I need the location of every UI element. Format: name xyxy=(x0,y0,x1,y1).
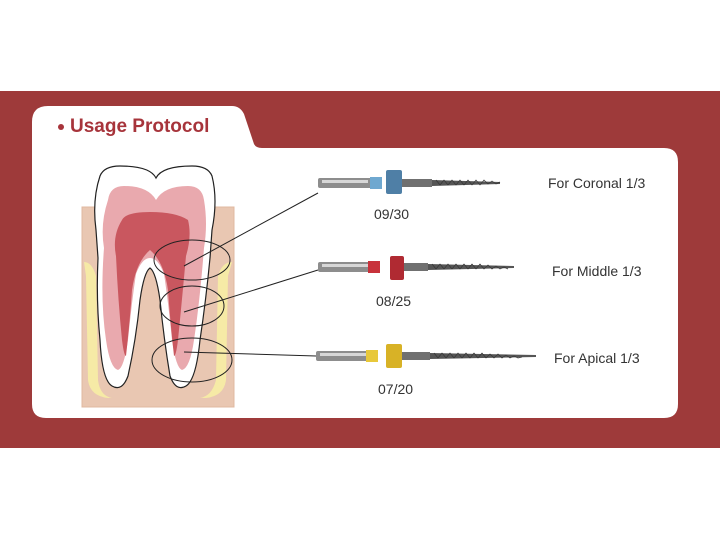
file-2-color-ring xyxy=(368,261,380,273)
zone-apical xyxy=(151,337,233,383)
file-3-color-ring xyxy=(366,350,378,362)
section-title: Usage Protocol xyxy=(58,116,209,138)
endo-file-1 xyxy=(318,170,501,194)
pulp-chamber xyxy=(114,212,190,356)
leader-line-apical xyxy=(183,351,317,357)
file-2-use-label: For Middle 1/3 xyxy=(552,263,642,279)
tooth-illustration xyxy=(81,165,319,408)
endo-file-3 xyxy=(316,344,536,368)
leader-line-coronal xyxy=(183,192,319,267)
leader-line-middle xyxy=(183,269,319,313)
file-3-size-label: 07/20 xyxy=(378,381,414,397)
bullet-dot xyxy=(58,124,64,130)
section-title-text: Usage Protocol xyxy=(70,116,210,137)
file-3-use-label: For Apical 1/3 xyxy=(554,350,640,366)
file-1-color-ring xyxy=(370,177,382,189)
zone-coronal xyxy=(153,239,231,281)
endo-file-2 xyxy=(318,256,514,280)
file-1-use-label: For Coronal 1/3 xyxy=(548,175,646,191)
zone-middle xyxy=(159,285,225,327)
file-2-size-label: 08/25 xyxy=(376,293,412,309)
file-1-size-label: 09/30 xyxy=(374,206,410,222)
